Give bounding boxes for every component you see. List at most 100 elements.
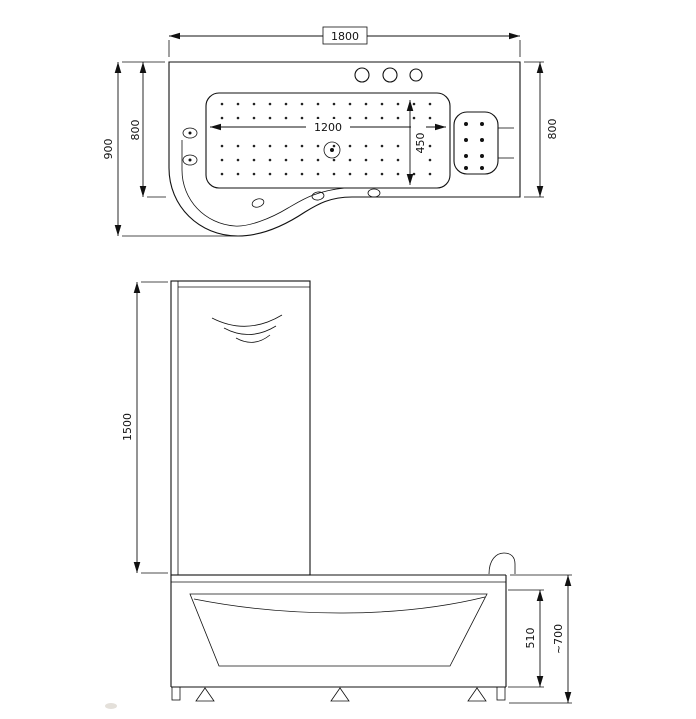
jet-dot: [300, 172, 304, 176]
jet-nozzle-icon: [367, 188, 381, 198]
jet-dot: [348, 144, 352, 148]
jet-dot: [236, 172, 240, 176]
jet-dot: [428, 116, 432, 120]
jet-dot: [220, 158, 224, 162]
jet-dot: [316, 102, 320, 106]
drain-center-dot: [330, 148, 334, 152]
dim-apron-height: 510: [508, 589, 544, 688]
jet-dot: [396, 172, 400, 176]
dim-width-left: 800: [129, 62, 166, 198]
glass-ripple-icon: [211, 314, 283, 343]
jet-dot: [252, 172, 256, 176]
leveling-foot: [195, 687, 215, 702]
shower-screen: [170, 280, 311, 576]
dim-basin-length: 1200: [210, 119, 446, 135]
jet-dot: [284, 158, 288, 162]
corner-foot: [496, 686, 506, 701]
jet-dot: [300, 102, 304, 106]
jet-dot: [220, 144, 224, 148]
jet-dot: [284, 116, 288, 120]
dim-width-right: 800: [524, 61, 559, 198]
screen-outline: [170, 280, 311, 576]
jet-dot: [332, 158, 336, 162]
tub-outline: [168, 61, 521, 237]
tub-inner-contour: [181, 140, 346, 227]
jet-dot: [316, 144, 320, 148]
jet-dot: [236, 102, 240, 106]
jet-nozzle-icon: [311, 191, 325, 201]
dimension-label-box: [322, 26, 368, 45]
tub-front: [170, 552, 516, 688]
side-jets: [182, 127, 381, 208]
width-right-label: 800: [546, 119, 559, 140]
jet-dot: [332, 172, 336, 176]
dim-width-total: 900: [102, 61, 240, 237]
jet-dot: [348, 102, 352, 106]
jet-dot: [332, 144, 336, 148]
jet-nozzle-icon: [182, 154, 198, 166]
jet-dot: [300, 158, 304, 162]
headrest-outline: [453, 111, 499, 175]
jet-dot: [268, 172, 272, 176]
jet-dot: [268, 144, 272, 148]
jet-dot: [252, 158, 256, 162]
jet-dot: [220, 116, 224, 120]
jet-dot: [364, 158, 368, 162]
jet-dot: [220, 172, 224, 176]
control-knob-icon: [354, 67, 370, 83]
drain-circle: [323, 141, 341, 159]
jet-dot: [364, 172, 368, 176]
front-view: 1500 510 ~700: [105, 280, 572, 709]
jet-dot: [364, 116, 368, 120]
jet-dot: [396, 158, 400, 162]
basin-outline: [205, 92, 451, 189]
deck-controls: [354, 67, 423, 83]
jet-dot: [428, 144, 432, 148]
jet-dot: [428, 102, 432, 106]
dim-overall-length: 1800: [168, 26, 521, 57]
jet-dot: [316, 172, 320, 176]
jet-dot: [348, 172, 352, 176]
jet-dot: [380, 158, 384, 162]
jet-dot: [396, 102, 400, 106]
top-view: 1800 900 800 800 1200: [102, 26, 559, 237]
apron-height-label: 510: [524, 628, 537, 649]
jet-nozzle-icon: [182, 127, 198, 139]
leveling-foot: [330, 687, 350, 702]
jet-dots: [220, 102, 432, 176]
jet-nozzle-icon: [251, 198, 265, 208]
jet-dot: [300, 116, 304, 120]
water-line-curve: [193, 596, 486, 614]
jet-dot: [412, 116, 416, 120]
control-knob-icon: [409, 68, 423, 82]
jet-dot: [252, 116, 256, 120]
basin-length-label: 1200: [314, 121, 342, 134]
jet-dot: [332, 102, 336, 106]
screen-height-label: 1500: [121, 413, 134, 441]
jet-dot: [252, 102, 256, 106]
dimension-label-bg: [411, 120, 426, 168]
dim-total-height: ~700: [509, 574, 572, 704]
corner-foot: [171, 686, 181, 701]
jet-dot: [380, 102, 384, 106]
jet-dot: [284, 102, 288, 106]
jet-dot: [284, 172, 288, 176]
headrest: [453, 111, 514, 175]
dim-screen-height: 1500: [121, 281, 168, 574]
jet-dot: [380, 144, 384, 148]
jet-dot: [428, 172, 432, 176]
jet-dot: [236, 116, 240, 120]
jet-dot: [412, 102, 416, 106]
jet-dot: [268, 102, 272, 106]
jet-dot: [236, 158, 240, 162]
dim-basin-width: 450: [406, 100, 427, 185]
jet-nozzle-dot: [188, 131, 192, 135]
jet-dot: [364, 102, 368, 106]
jet-dot: [364, 144, 368, 148]
jet-dot: [396, 116, 400, 120]
jet-dot: [284, 144, 288, 148]
jet-dot: [412, 172, 416, 176]
jet-nozzle-dot: [188, 158, 192, 162]
